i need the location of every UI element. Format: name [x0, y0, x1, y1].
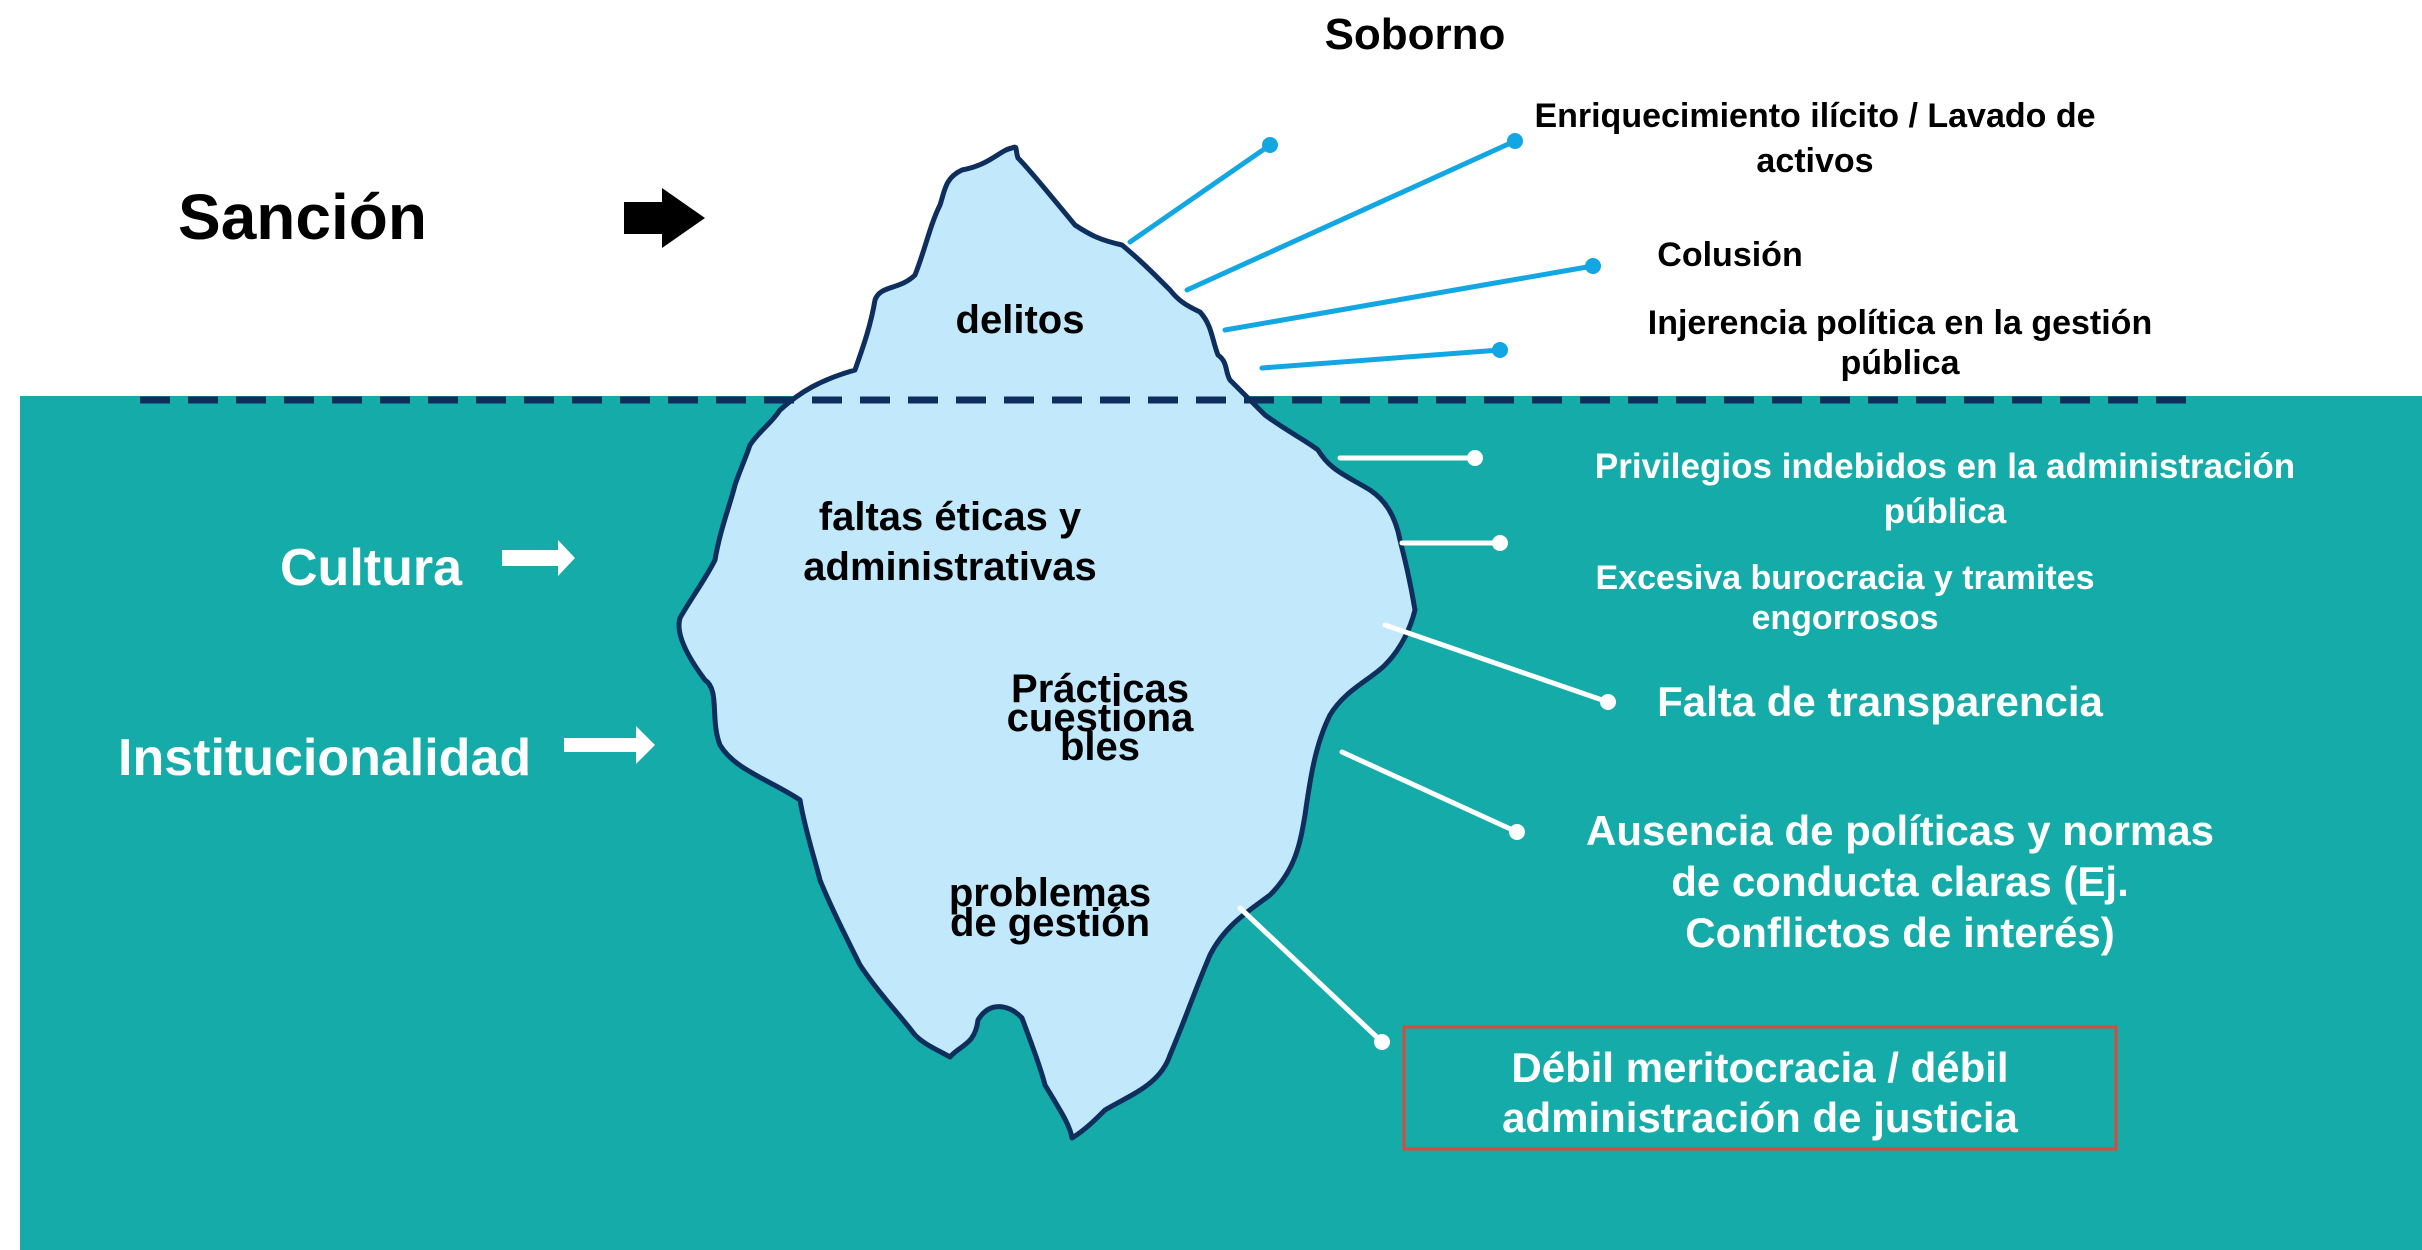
- ausencia-line3: Conflictos de interés): [1685, 909, 2115, 956]
- practicas-line1: Prácticas: [1011, 667, 1189, 711]
- cultura-arrow-icon: [502, 540, 575, 576]
- faltas-line2: administrativas: [803, 545, 1097, 589]
- dot-debil: [1374, 1034, 1390, 1050]
- enriquecimiento-line1: Enriquecimiento ilícito / Lavado de: [1534, 97, 2096, 135]
- label-ausencia: Ausencia de políticas y normas de conduc…: [1550, 805, 2250, 958]
- enriquecimiento-line2: activos: [1756, 142, 1874, 180]
- label-cultura: Cultura: [280, 539, 462, 597]
- dot-colusion: [1585, 258, 1601, 274]
- debil-line2: administración de justicia: [1502, 1094, 2018, 1141]
- label-debil: Débil meritocracia / débil administració…: [1404, 1043, 2116, 1143]
- privilegios-line1: Privilegios indebidos en la administraci…: [1594, 447, 2296, 486]
- faltas-line1: faltas éticas y: [818, 495, 1082, 539]
- ausencia-line2: de conducta claras (Ej.: [1671, 858, 2129, 905]
- problemas-line2: de gestión: [949, 901, 1151, 945]
- burocracia-line2: engorrosos: [1751, 599, 1939, 637]
- dot-enriquecimiento: [1507, 133, 1523, 149]
- privilegios-line2: pública: [1883, 492, 2007, 531]
- dot-injerencia: [1492, 342, 1508, 358]
- label-enriquecimiento: Enriquecimiento ilícito / Lavado de acti…: [1470, 94, 2160, 184]
- problemas-line1: problemas: [948, 871, 1152, 915]
- ausencia-line1: Ausencia de políticas y normas: [1586, 807, 2214, 854]
- label-privilegios: Privilegios indebidos en la administraci…: [1545, 444, 2345, 534]
- connector-ausencia: [1339, 749, 1520, 835]
- label-soborno: Soborno: [1324, 10, 1506, 59]
- label-transparencia: Falta de transparencia: [1657, 678, 2103, 725]
- iceberg-label-practicas: Prácticas cuestiona bles: [960, 667, 1240, 769]
- connector-soborno: [1127, 142, 1273, 245]
- connector-injerencia: [1259, 347, 1503, 371]
- connector-transparencia: [1382, 622, 1611, 705]
- iceberg-shape: [676, 144, 1418, 1141]
- label-injerencia: Injerencia política en la gestión públic…: [1590, 303, 2210, 383]
- practicas-line3: bles: [1059, 725, 1141, 769]
- dot-burocracia: [1492, 535, 1508, 551]
- iceberg-label-delitos: delitos: [955, 298, 1085, 342]
- injerencia-line2: pública: [1840, 344, 1960, 382]
- label-sancion: Sanción: [178, 181, 427, 253]
- dot-privilegios: [1467, 450, 1483, 466]
- connector-colusion: [1222, 263, 1596, 333]
- dot-transparencia: [1600, 694, 1616, 710]
- label-institucionalidad: Institucionalidad: [118, 729, 532, 787]
- institucionalidad-arrow-icon: [564, 726, 655, 764]
- injerencia-line1: Injerencia política en la gestión: [1647, 304, 2153, 342]
- burocracia-line1: Excesiva burocracia y tramites: [1595, 559, 2095, 597]
- dot-ausencia: [1509, 824, 1525, 840]
- debil-highlight-box: [1402, 1025, 2118, 1151]
- connector-debil: [1237, 905, 1385, 1045]
- connector-enriquecimiento: [1184, 138, 1518, 293]
- debil-line1: Débil meritocracia / débil: [1511, 1044, 2009, 1091]
- sancion-arrow-icon: [624, 188, 705, 248]
- iceberg-label-problemas: problemas de gestión: [910, 871, 1190, 945]
- label-colusion: Colusión: [1657, 236, 1803, 274]
- label-burocracia: Excesiva burocracia y tramites engorroso…: [1545, 558, 2145, 638]
- practicas-line2: cuestiona: [1006, 696, 1194, 740]
- dot-soborno: [1262, 137, 1278, 153]
- iceberg-label-faltas: faltas éticas y administrativas: [760, 492, 1140, 592]
